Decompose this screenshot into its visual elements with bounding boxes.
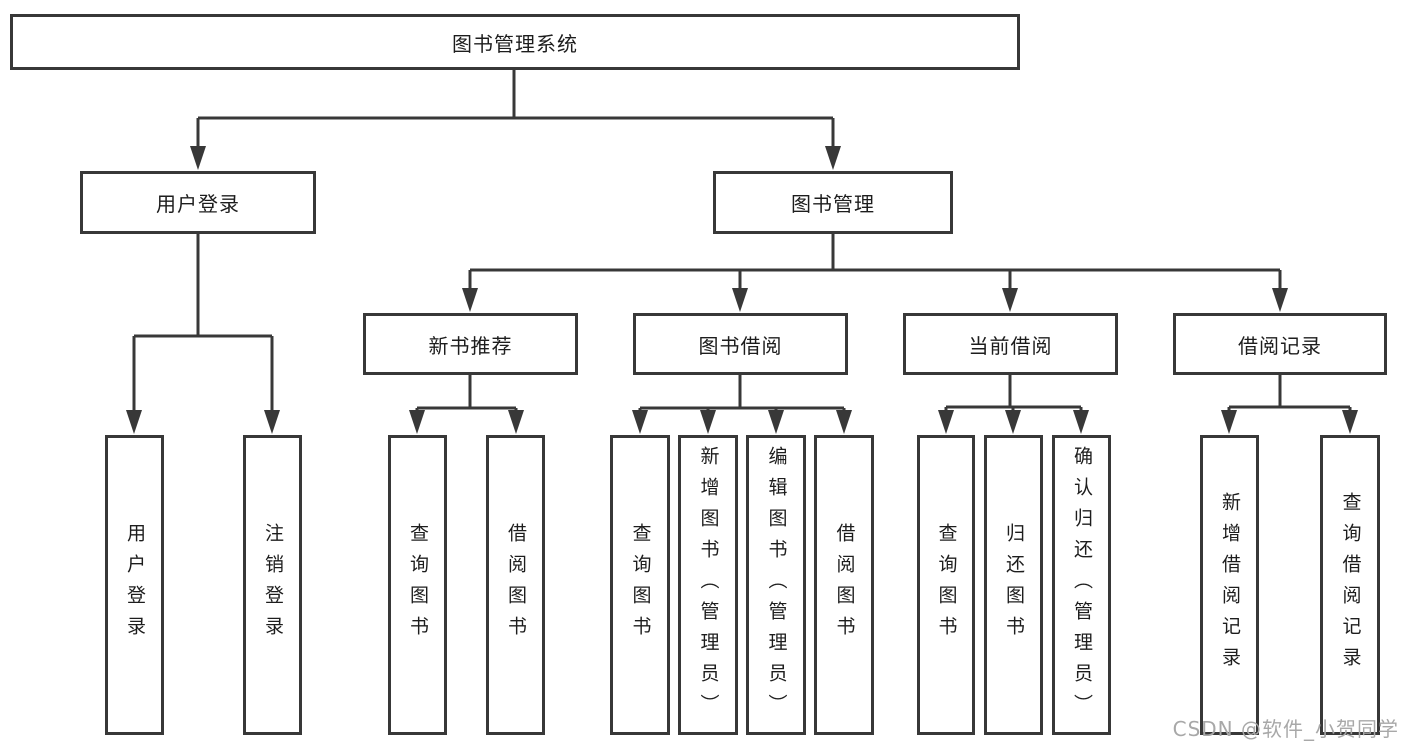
leaf-query-books-borrow: 查询图书 <box>610 435 670 735</box>
leaf-borrow-books-recommend: 借阅图书 <box>486 435 545 735</box>
node-label: 借阅图书 <box>505 523 527 647</box>
leaf-user-login: 用户登录 <box>105 435 164 735</box>
arrowhead-icon <box>1005 410 1021 434</box>
node-label: 用户登录 <box>156 192 240 216</box>
node-label: 编辑图书（管理员） <box>765 445 788 725</box>
leaf-add-borrow-record: 新增借阅记录 <box>1200 435 1259 735</box>
leaf-query-books-current: 查询图书 <box>917 435 975 735</box>
arrowhead-icon <box>409 410 425 434</box>
arrowhead-icon <box>462 288 478 312</box>
node-label: 用户登录 <box>124 523 146 647</box>
arrowhead-icon <box>508 410 524 434</box>
arrowhead-icon <box>825 146 841 170</box>
node-label: 借阅记录 <box>1238 333 1322 358</box>
leaf-add-book-admin: 新增图书（管理员） <box>678 435 738 735</box>
arrowhead-icon <box>126 410 142 434</box>
node-label: 借阅图书 <box>833 523 856 647</box>
node-user-login-branch: 用户登录 <box>80 171 316 234</box>
arrowhead-icon <box>732 288 748 312</box>
node-label: 归还图书 <box>1003 523 1025 647</box>
node-new-book-recommendation: 新书推荐 <box>363 313 578 375</box>
arrowhead-icon <box>768 410 784 434</box>
arrowhead-icon <box>700 410 716 434</box>
node-label: 查询借阅记录 <box>1339 492 1362 678</box>
leaf-query-books-recommend: 查询图书 <box>388 435 447 735</box>
node-label: 新书推荐 <box>428 333 513 358</box>
leaf-confirm-return-admin: 确认归还（管理员） <box>1052 435 1111 735</box>
arrowhead-icon <box>1073 410 1089 434</box>
node-label: 查询图书 <box>935 523 958 647</box>
leaf-borrow-books: 借阅图书 <box>814 435 874 735</box>
leaf-query-borrow-record: 查询借阅记录 <box>1320 435 1380 735</box>
node-label: 图书借阅 <box>698 333 783 358</box>
node-library-management-system: 图书管理系统 <box>10 14 1020 70</box>
node-label: 注销登录 <box>262 523 284 647</box>
arrowhead-icon <box>1002 288 1018 312</box>
arrowhead-icon <box>1342 410 1358 434</box>
node-label: 确认归还（管理员） <box>1071 445 1093 725</box>
arrowhead-icon <box>836 410 852 434</box>
arrowhead-icon <box>190 146 206 170</box>
leaf-return-book: 归还图书 <box>984 435 1043 735</box>
node-label: 新增图书（管理员） <box>697 445 720 725</box>
node-label: 图书管理 <box>791 192 875 216</box>
node-current-borrowing: 当前借阅 <box>903 313 1118 375</box>
csdn-watermark: CSDN @软件_小贺同学 <box>1172 717 1399 741</box>
leaf-logout: 注销登录 <box>243 435 302 735</box>
arrowhead-icon <box>938 410 954 434</box>
arrowhead-icon <box>632 410 648 434</box>
node-label: 查询图书 <box>629 523 652 647</box>
node-label: 新增借阅记录 <box>1219 492 1241 678</box>
arrowhead-icon <box>1272 288 1288 312</box>
node-label: 当前借阅 <box>968 333 1053 358</box>
arrowhead-icon <box>264 410 280 434</box>
arrowhead-icon <box>1221 410 1237 434</box>
node-book-management: 图书管理 <box>713 171 953 234</box>
node-book-borrowing: 图书借阅 <box>633 313 848 375</box>
leaf-edit-book-admin: 编辑图书（管理员） <box>746 435 806 735</box>
node-borrowing-records: 借阅记录 <box>1173 313 1387 375</box>
node-label: 查询图书 <box>407 523 429 647</box>
node-label: 图书管理系统 <box>452 31 578 56</box>
